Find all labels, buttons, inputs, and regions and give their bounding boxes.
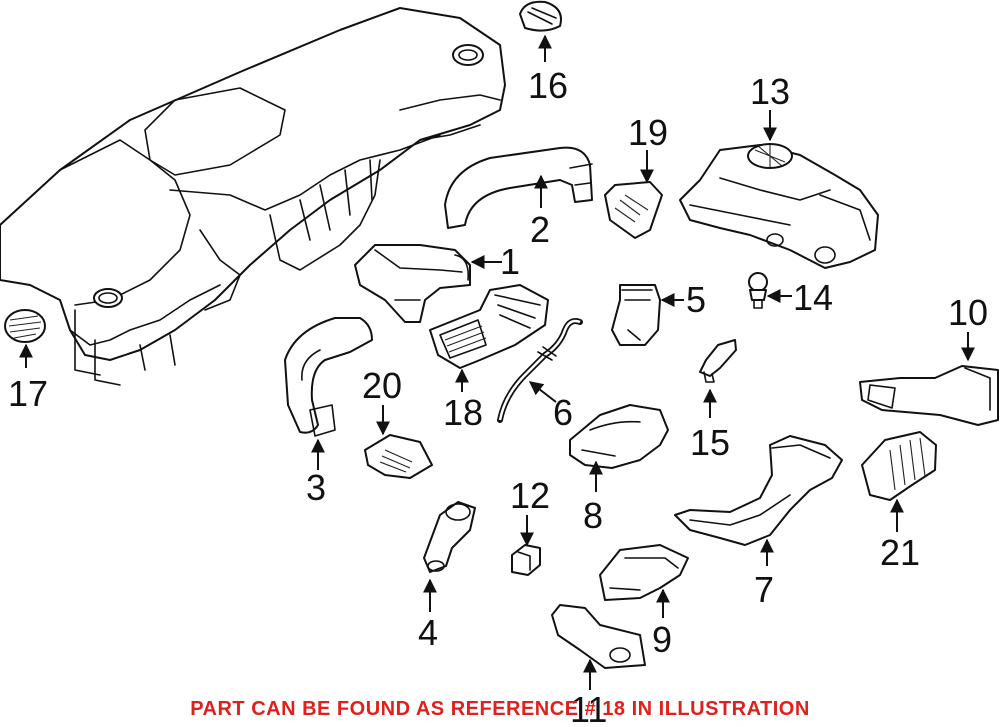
part-21-vent xyxy=(861,431,937,501)
part-14-sensor xyxy=(748,272,768,309)
part-4-duct xyxy=(423,501,476,573)
callout-3: 3 xyxy=(306,467,326,508)
callout-16: 16 xyxy=(528,65,568,106)
callout-21: 21 xyxy=(880,532,920,573)
part-12-clip xyxy=(511,544,541,576)
part-16-vent-cap xyxy=(519,0,562,32)
part-9-duct xyxy=(599,544,689,601)
part-20-small-vent xyxy=(364,434,433,479)
callout-2: 2 xyxy=(530,209,550,250)
footer-note: PART CAN BE FOUND AS REFERENCE # 18 IN I… xyxy=(190,698,810,720)
callout-12: 12 xyxy=(510,475,550,516)
part-19-vent xyxy=(604,181,663,239)
part-6-hose xyxy=(497,318,583,423)
callout-19: 19 xyxy=(628,112,668,153)
part-11-duct xyxy=(551,604,646,669)
callout-5: 5 xyxy=(686,279,706,320)
callout-7: 7 xyxy=(754,569,774,610)
part-7-floor-duct xyxy=(674,435,843,546)
callout-17: 17 xyxy=(8,373,48,414)
part-17-round-vent xyxy=(4,309,46,343)
part-13-hvac-unit xyxy=(679,143,879,269)
callout-10: 10 xyxy=(948,292,988,333)
leader-6 xyxy=(528,381,557,403)
callout-4: 4 xyxy=(418,612,438,653)
part-18-center-vent xyxy=(429,284,549,369)
callout-9: 9 xyxy=(652,619,672,660)
callout-11: 11 xyxy=(570,689,607,727)
callout-1: 1 xyxy=(500,241,520,282)
part-8-duct xyxy=(569,404,669,469)
part-1-center-duct xyxy=(354,244,471,323)
part-3-left-duct xyxy=(284,317,373,437)
part-5-small-duct xyxy=(611,284,661,346)
part-10-right-duct xyxy=(859,365,999,426)
callout-15: 15 xyxy=(690,422,730,463)
callout-8: 8 xyxy=(583,495,603,536)
part-15-sensor xyxy=(699,339,737,383)
callout-14: 14 xyxy=(793,277,833,318)
callout-18: 18 xyxy=(443,392,483,433)
part-2-upper-duct xyxy=(444,146,593,229)
callout-6: 6 xyxy=(553,392,573,433)
callout-13: 13 xyxy=(750,71,790,112)
callout-20: 20 xyxy=(362,365,402,406)
dashboard-panel xyxy=(0,7,506,386)
